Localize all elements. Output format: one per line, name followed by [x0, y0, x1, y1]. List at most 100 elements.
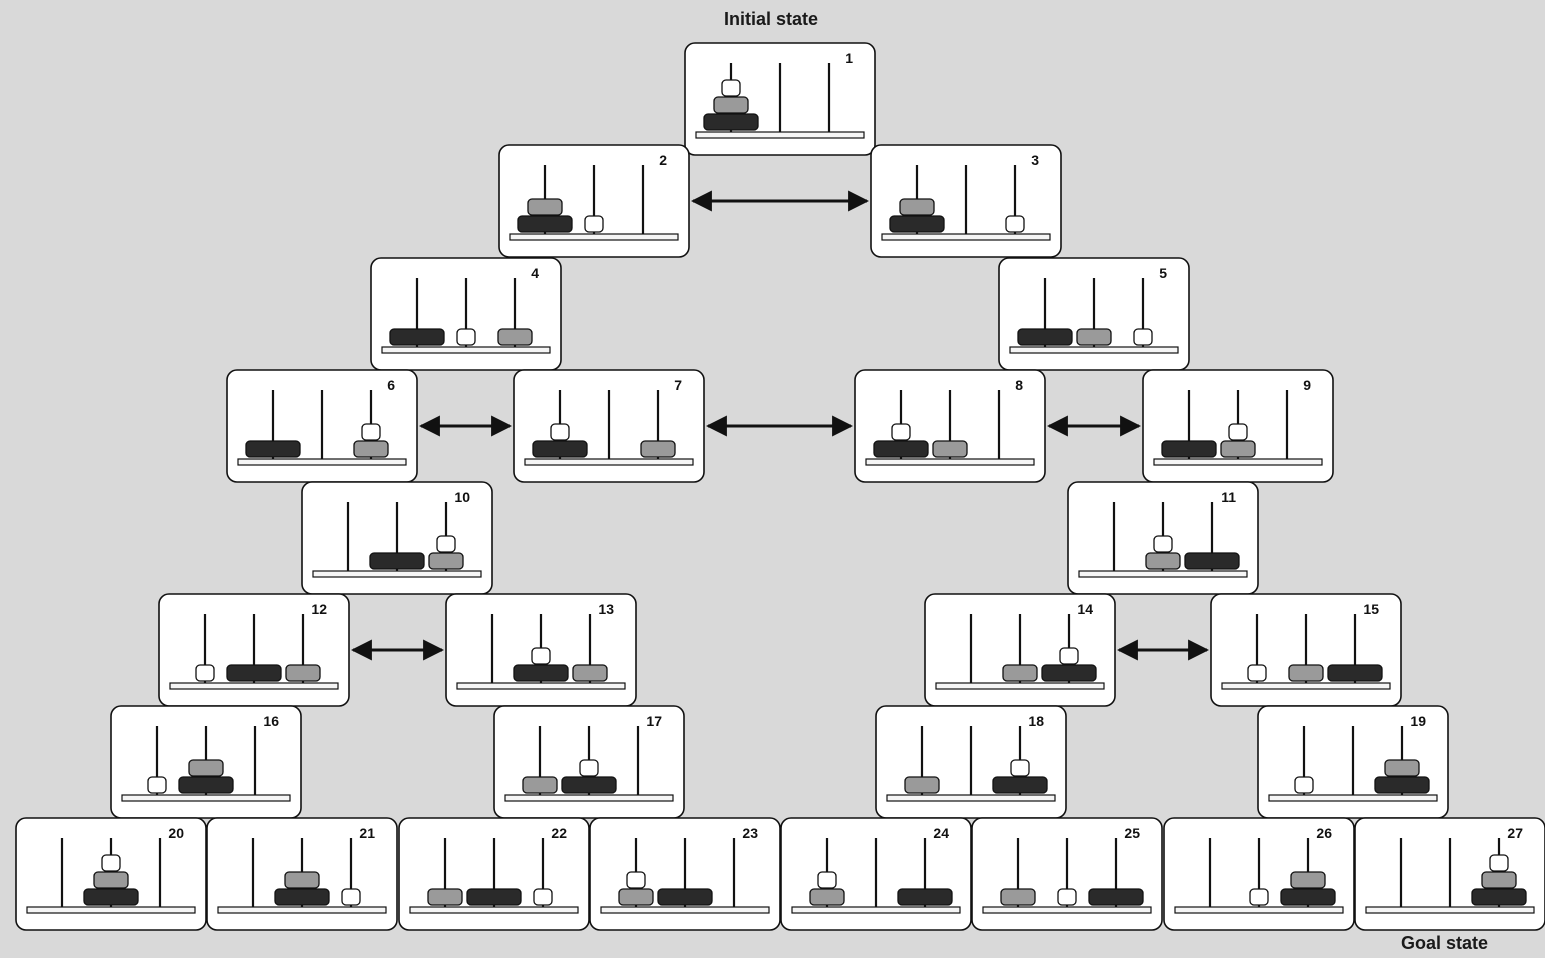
state-panel: 17: [493, 705, 685, 819]
medium-disk: [640, 440, 676, 458]
medium-disk: [497, 328, 533, 346]
state-number: 13: [598, 601, 614, 617]
medium-disk: [1000, 888, 1036, 906]
large-disk: [274, 888, 330, 906]
state-number: 5: [1159, 265, 1167, 281]
large-disk: [513, 664, 569, 682]
large-disk: [1041, 664, 1097, 682]
medium-disk: [527, 198, 563, 216]
peg-base: [886, 794, 1056, 802]
state-panel: 18: [875, 705, 1067, 819]
peg-base: [121, 794, 291, 802]
medium-disk: [93, 871, 129, 889]
medium-disk: [618, 888, 654, 906]
state-number: 1: [845, 50, 853, 66]
state-panel: 10: [301, 481, 493, 595]
state-panel: 1: [684, 42, 876, 156]
small-disk: [1005, 215, 1025, 233]
large-disk: [1088, 888, 1144, 906]
state-panel: 5: [998, 257, 1190, 371]
peg-base: [26, 906, 196, 914]
medium-disk: [1290, 871, 1326, 889]
small-disk: [533, 888, 553, 906]
small-disk: [1059, 647, 1079, 665]
peg-base: [504, 794, 674, 802]
state-number: 15: [1363, 601, 1379, 617]
state-number: 25: [1124, 825, 1140, 841]
small-disk: [147, 776, 167, 794]
peg-base: [881, 233, 1051, 241]
peg-base: [237, 458, 407, 466]
state-number: 16: [263, 713, 279, 729]
state-panel: 20: [15, 817, 207, 931]
small-disk: [456, 328, 476, 346]
large-disk: [703, 113, 759, 131]
large-disk: [1161, 440, 1217, 458]
medium-disk: [1220, 440, 1256, 458]
large-disk: [657, 888, 713, 906]
large-disk: [1280, 888, 1336, 906]
state-number: 22: [551, 825, 567, 841]
large-disk: [889, 215, 945, 233]
state-panel: 14: [924, 593, 1116, 707]
small-disk: [1153, 535, 1173, 553]
peg-base: [695, 131, 865, 139]
medium-disk: [1288, 664, 1324, 682]
large-disk: [178, 776, 234, 794]
large-disk: [226, 664, 282, 682]
medium-disk: [809, 888, 845, 906]
large-disk: [369, 552, 425, 570]
peg-base: [456, 682, 626, 690]
medium-disk: [284, 871, 320, 889]
state-panel: 15: [1210, 593, 1402, 707]
peg-base: [1268, 794, 1438, 802]
small-disk: [579, 759, 599, 777]
state-number: 19: [1410, 713, 1426, 729]
large-disk: [873, 440, 929, 458]
peg-base: [524, 458, 694, 466]
large-disk: [897, 888, 953, 906]
large-disk: [466, 888, 522, 906]
state-panel: 13: [445, 593, 637, 707]
peg-base: [1009, 346, 1179, 354]
state-number: 4: [531, 265, 539, 281]
large-disk: [389, 328, 445, 346]
state-number: 11: [1221, 489, 1236, 505]
initial-state-label: Initial state: [724, 9, 819, 29]
peg-base: [1078, 570, 1248, 578]
small-disk: [1249, 888, 1269, 906]
small-disk: [531, 647, 551, 665]
medium-disk: [428, 552, 464, 570]
state-panel: 7: [513, 369, 705, 483]
small-disk: [721, 79, 741, 97]
goal-state-label: Goal state: [1401, 933, 1489, 953]
state-panel: 11: [1067, 481, 1259, 595]
peg-base: [1174, 906, 1344, 914]
small-disk: [1489, 854, 1509, 872]
large-disk: [1184, 552, 1240, 570]
medium-disk: [904, 776, 940, 794]
small-disk: [1294, 776, 1314, 794]
small-disk: [550, 423, 570, 441]
large-disk: [83, 888, 139, 906]
peg-base: [791, 906, 961, 914]
medium-disk: [522, 776, 558, 794]
small-disk: [101, 854, 121, 872]
medium-disk: [899, 198, 935, 216]
medium-disk: [353, 440, 389, 458]
state-panel: 16: [110, 705, 302, 819]
medium-disk: [1076, 328, 1112, 346]
state-panel: 25: [971, 817, 1163, 931]
medium-disk: [188, 759, 224, 777]
small-disk: [1247, 664, 1267, 682]
small-disk: [1228, 423, 1248, 441]
state-panel: 27: [1354, 817, 1545, 931]
small-disk: [361, 423, 381, 441]
state-number: 27: [1507, 825, 1523, 841]
state-number: 12: [311, 601, 327, 617]
peg-base: [1153, 458, 1323, 466]
peg-base: [1221, 682, 1391, 690]
state-panel: 12: [158, 593, 350, 707]
large-disk: [1017, 328, 1073, 346]
